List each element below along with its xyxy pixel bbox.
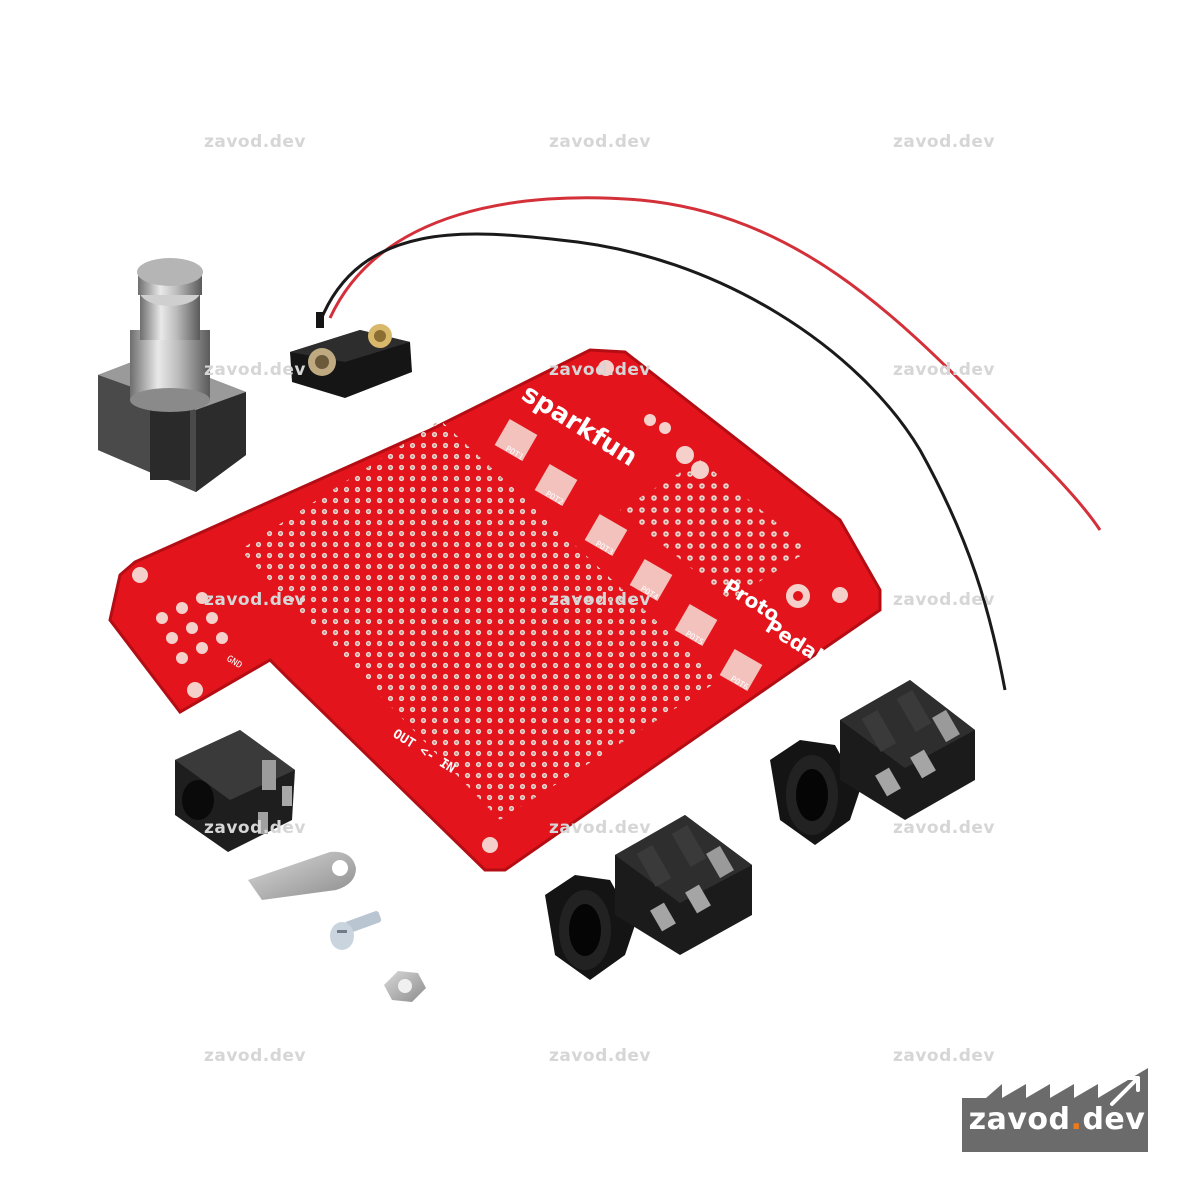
zavod-dev-logo: zavod.dev xyxy=(962,1068,1152,1152)
proto-pedal-board: sparkfun Proto Pedal OUT <- IN GND POT1 … xyxy=(108,348,882,872)
ground-lug-icon xyxy=(248,851,356,900)
dc-jack-icon xyxy=(175,730,295,852)
gear-icon xyxy=(786,584,810,608)
screw-icon xyxy=(330,911,382,950)
footswitch-icon xyxy=(98,258,246,492)
arrow-icon xyxy=(1110,1076,1140,1106)
audio-jack-icon xyxy=(545,815,752,980)
battery-clip-icon xyxy=(290,312,412,398)
black-wire xyxy=(318,232,1007,691)
badge-dot: . xyxy=(1070,1102,1083,1137)
badge-tld: dev xyxy=(1082,1102,1146,1137)
red-wire xyxy=(328,196,1102,531)
badge-name: zavod xyxy=(968,1102,1071,1137)
audio-jack-icon xyxy=(770,680,975,845)
hex-nut-icon xyxy=(384,971,426,1002)
